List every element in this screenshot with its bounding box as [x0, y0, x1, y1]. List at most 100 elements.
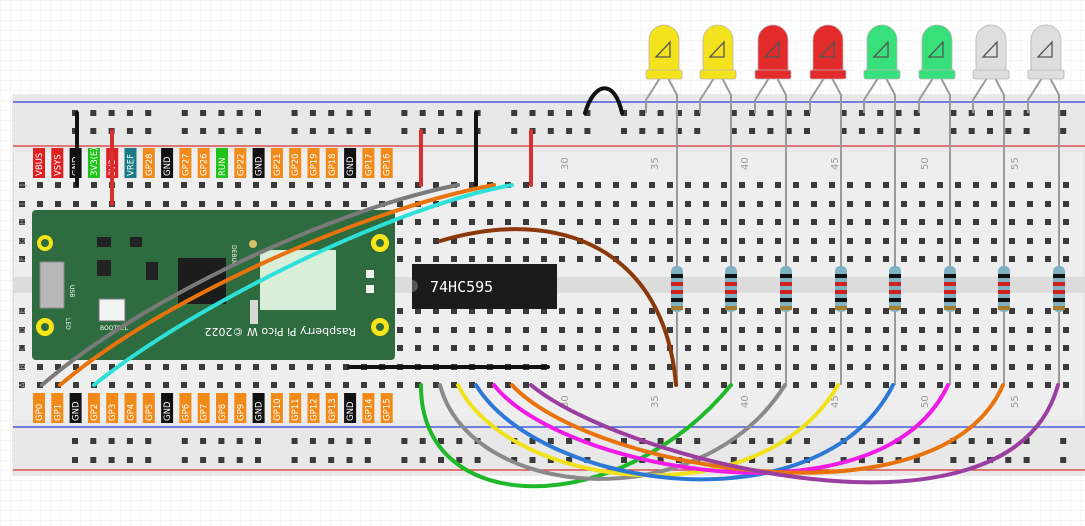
- breadboard-hole: [487, 256, 493, 262]
- breadboard-hole: [937, 327, 943, 333]
- breadboard-hole: [991, 327, 997, 333]
- breadboard-hole: [199, 201, 205, 207]
- breadboard-hole: [721, 256, 727, 262]
- rail-hole: [456, 128, 463, 134]
- pin-label-bg: [234, 148, 247, 178]
- breadboard-hole: [55, 182, 61, 188]
- breadboard-hole: [595, 219, 601, 225]
- breadboard-hole: [775, 238, 781, 244]
- breadboard-hole: [19, 382, 25, 388]
- breadboard-hole: [523, 182, 529, 188]
- breadboard-hole: [631, 345, 637, 351]
- rail-hole: [694, 438, 701, 444]
- breadboard-hole: [613, 382, 619, 388]
- rail-hole: [895, 110, 902, 116]
- breadboard-hole: [811, 364, 817, 370]
- breadboard-hole: [847, 382, 853, 388]
- breadboard-hole: [775, 256, 781, 262]
- pin-label: GP14: [364, 398, 374, 421]
- rail-hole: [767, 128, 774, 134]
- bootsel-button[interactable]: [98, 298, 126, 322]
- breadboard-hole: [235, 182, 241, 188]
- breadboard-hole: [667, 256, 673, 262]
- rail-hole: [1005, 110, 1012, 116]
- pin-label-bg: [197, 393, 210, 423]
- breadboard-hole: [19, 364, 25, 370]
- breadboard-hole: [541, 219, 547, 225]
- rail-hole: [987, 128, 993, 134]
- pin-label: VSYS: [53, 154, 63, 176]
- breadboard-hole: [397, 345, 403, 351]
- breadboard-hole: [397, 256, 403, 262]
- breadboard-hole: [1027, 382, 1033, 388]
- breadboard-hole: [595, 345, 601, 351]
- jumper-wire: [418, 383, 733, 489]
- breadboard-hole: [721, 182, 727, 188]
- column-number: 50: [920, 157, 931, 170]
- breadboard-hole: [847, 364, 853, 370]
- breadboard-hole: [271, 364, 277, 370]
- rail-hole: [804, 110, 810, 116]
- breadboard-hole: [217, 382, 223, 388]
- rail-hole: [200, 110, 207, 116]
- breadboard-hole: [1009, 382, 1015, 388]
- rail-hole: [309, 128, 316, 134]
- rail-hole: [767, 457, 774, 463]
- breadboard-hole: [577, 327, 583, 333]
- breadboard-hole: [271, 201, 277, 207]
- pin-label-bg: [161, 148, 174, 178]
- breadboard-hole: [415, 327, 421, 333]
- jumper-wire: [58, 183, 496, 387]
- breadboard-hole: [667, 308, 673, 314]
- pin-label-bg: [289, 148, 302, 178]
- column-number: 55: [1010, 395, 1021, 408]
- breadboard-hole: [973, 238, 979, 244]
- rail-hole: [90, 110, 97, 116]
- breadboard-hole: [1045, 238, 1051, 244]
- pin-label: GP13: [328, 398, 338, 421]
- rail-hole: [657, 438, 664, 444]
- breadboard-hole: [685, 201, 691, 207]
- rail-hole: [657, 128, 664, 134]
- rail-hole: [547, 438, 554, 444]
- breadboard-hole: [559, 308, 565, 314]
- breadboard-hole: [469, 238, 475, 244]
- rail-hole: [108, 438, 115, 444]
- breadboard-hole: [37, 182, 43, 188]
- pin-label: GP26: [200, 153, 210, 176]
- breadboard-hole: [757, 238, 763, 244]
- rail-hole: [438, 457, 444, 463]
- rail-hole: [218, 128, 225, 134]
- breadboard-hole: [631, 382, 637, 388]
- breadboard-hole: [649, 256, 655, 262]
- breadboard-hole: [991, 308, 997, 314]
- breadboard-hole: [883, 345, 889, 351]
- breadboard-hole: [667, 238, 673, 244]
- breadboard-hole: [523, 345, 529, 351]
- rail-hole: [218, 438, 225, 444]
- breadboard-hole: [235, 382, 241, 388]
- breadboard-hole: [523, 238, 529, 244]
- breadboard-hole: [1027, 201, 1033, 207]
- breadboard-hole: [955, 219, 961, 225]
- breadboard-hole: [613, 238, 619, 244]
- breadboard-hole: [433, 308, 439, 314]
- breadboard-hole: [577, 308, 583, 314]
- breadboard-hole: [397, 201, 403, 207]
- breadboard-hole: [307, 201, 313, 207]
- breadboard-hole: [991, 364, 997, 370]
- rail-hole: [639, 128, 646, 134]
- breadboard-hole: [721, 364, 727, 370]
- led-green: [863, 24, 901, 185]
- pin-label-bg: [307, 393, 320, 423]
- breadboard-hole: [451, 308, 457, 314]
- breadboard-hole: [685, 219, 691, 225]
- breadboard-hole: [919, 327, 925, 333]
- row-letter: I: [18, 203, 27, 205]
- breadboard-hole: [757, 308, 763, 314]
- breadboard-hole: [883, 238, 889, 244]
- pin-label-bg: [142, 393, 155, 423]
- pin-label-bg: [33, 148, 45, 178]
- pin-label: GP6: [181, 404, 191, 421]
- rail-hole: [181, 128, 188, 134]
